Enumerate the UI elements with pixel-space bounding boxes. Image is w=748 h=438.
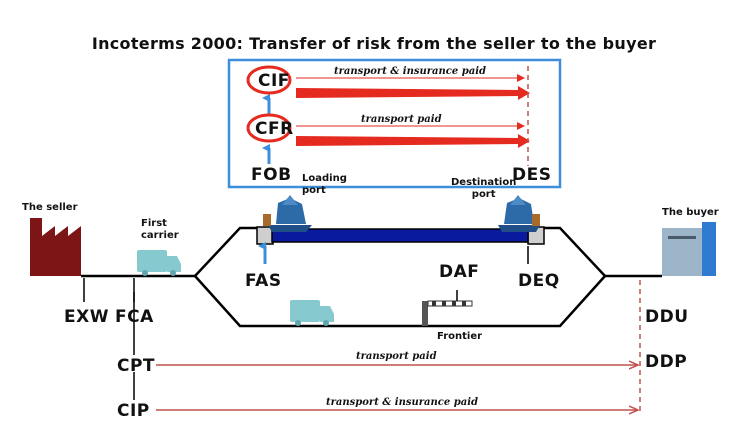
frontier-barrier-icon xyxy=(422,300,473,326)
sea-route xyxy=(271,228,529,243)
seller-factory-icon xyxy=(30,218,81,276)
route-upper-right xyxy=(544,226,606,277)
frontier-label: Frontier xyxy=(437,331,483,342)
arrow-cfr-sea xyxy=(296,134,530,148)
cip-arrow-label: transport & insurance paid xyxy=(326,397,478,408)
term-cif: CIF xyxy=(258,71,290,91)
cfr-arrow-label: transport paid xyxy=(361,114,442,125)
diagram-title: Incoterms 2000: Transfer of risk from th… xyxy=(91,34,657,53)
term-ddp: DDP xyxy=(645,352,688,372)
truck-first-carrier-icon xyxy=(137,250,181,276)
term-cip: CIP xyxy=(117,401,150,421)
term-cfr: CFR xyxy=(255,119,294,139)
arrow-cif-sea xyxy=(296,86,530,100)
sea-terms-box xyxy=(227,58,562,189)
destination-port-label: Destination port xyxy=(451,177,517,200)
route-lower-land xyxy=(194,275,606,328)
cif-ring xyxy=(246,65,292,95)
term-exw: EXW xyxy=(64,307,109,327)
ship-loading-icon xyxy=(263,195,312,232)
term-fca: FCA xyxy=(115,307,154,327)
cpt-arrow-label: transport paid xyxy=(356,351,437,362)
term-ddu: DDU xyxy=(645,307,689,327)
term-deq: DEQ xyxy=(518,271,560,291)
ship-destination-icon xyxy=(498,195,540,232)
cfr-ring xyxy=(246,113,292,143)
first-carrier-label: First carrier xyxy=(141,218,179,241)
term-daf: DAF xyxy=(439,262,480,282)
term-des: DES xyxy=(512,165,552,185)
cif-arrow-label: transport & insurance paid xyxy=(334,66,486,77)
truck-land-icon xyxy=(290,300,334,326)
seller-label: The seller xyxy=(22,202,78,213)
loading-port-label: Loading port xyxy=(302,173,347,196)
buyer-label: The buyer xyxy=(662,207,719,218)
term-cpt: CPT xyxy=(117,356,156,376)
term-fas: FAS xyxy=(245,271,282,291)
route-upper-left xyxy=(194,226,258,277)
term-fob: FOB xyxy=(251,165,292,185)
buyer-building-icon xyxy=(662,222,716,276)
